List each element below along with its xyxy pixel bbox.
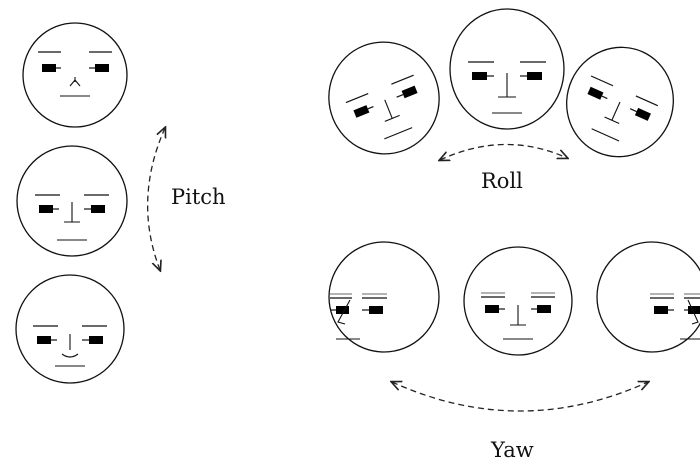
- pitch-arrow: [146, 128, 165, 270]
- face-pitch-neutral: [16, 145, 128, 257]
- yaw-group: Yaw: [328, 241, 700, 461]
- face-yaw-right: [596, 241, 700, 353]
- face-roll-right: [566, 46, 674, 158]
- pitch-group: Pitch: [15, 22, 226, 384]
- roll-arrow: [440, 143, 567, 160]
- face-pitch-up: [22, 22, 128, 128]
- yaw-label: Yaw: [490, 438, 534, 461]
- face-pitch-down: [15, 274, 125, 384]
- roll-group: Roll: [328, 8, 674, 193]
- face-roll-left: [328, 41, 440, 155]
- yaw-arrow: [392, 382, 648, 412]
- face-roll-neutral: [449, 8, 565, 130]
- face-yaw-left: [328, 241, 440, 353]
- face-yaw-neutral: [463, 246, 573, 356]
- roll-label: Roll: [481, 169, 523, 193]
- pitch-label: Pitch: [171, 185, 226, 209]
